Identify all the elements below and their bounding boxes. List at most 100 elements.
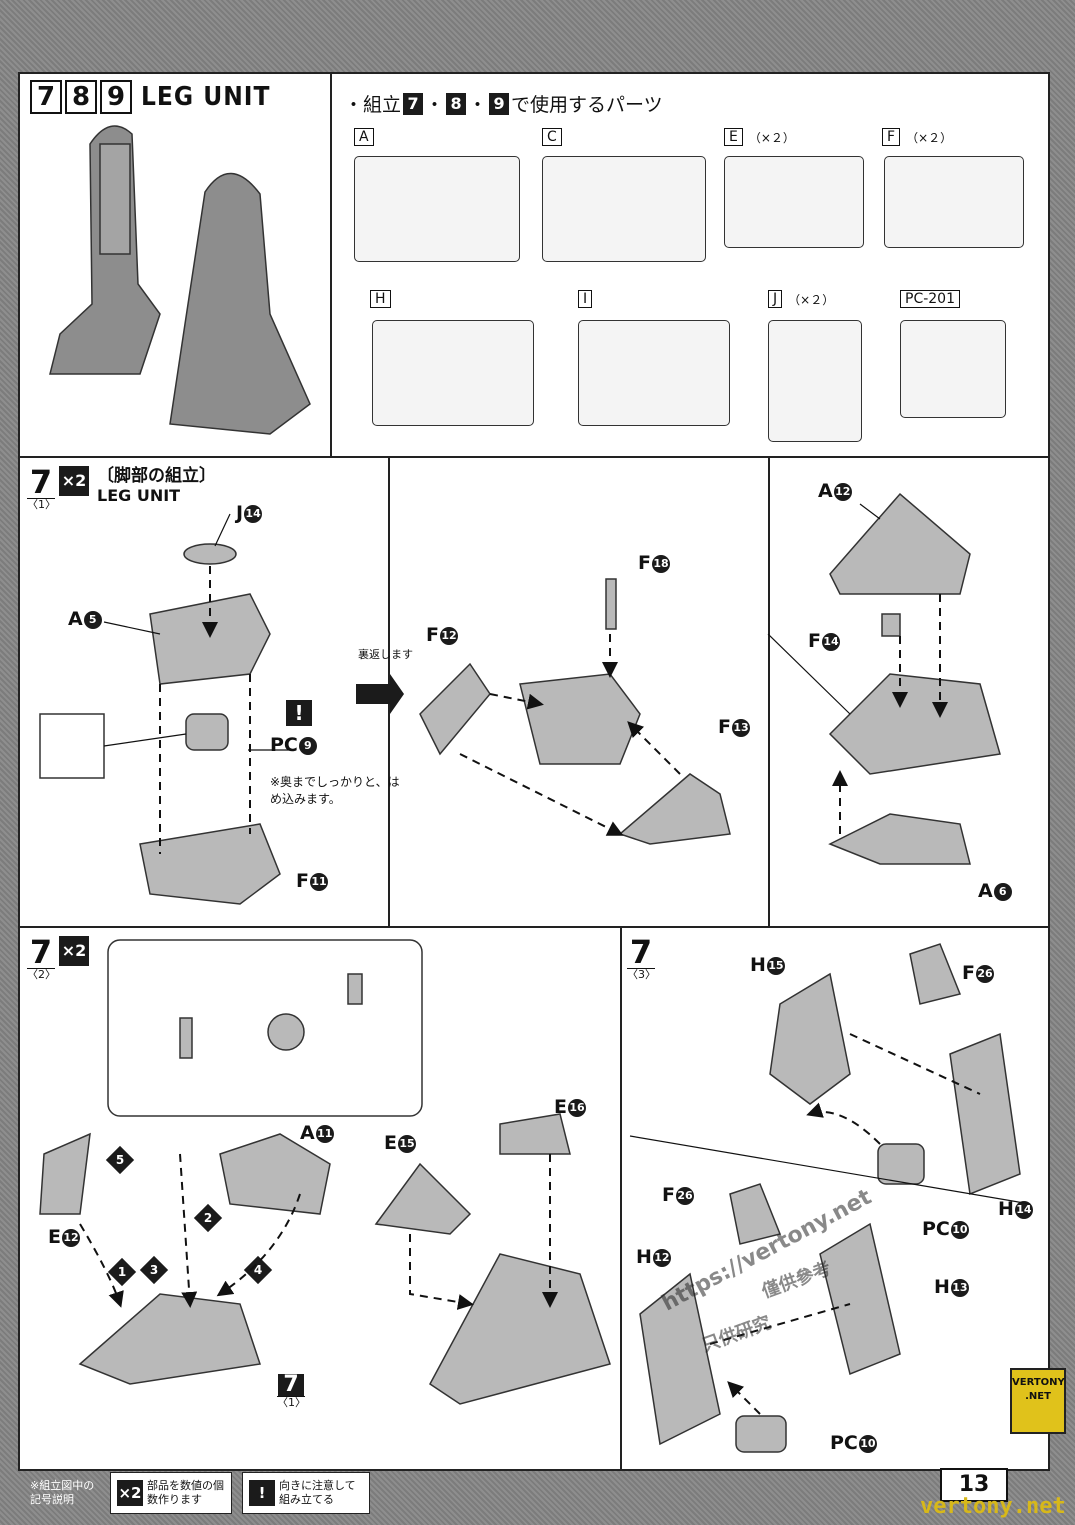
- runner-i-image: [578, 320, 730, 426]
- part-h14: [949, 1032, 1021, 1196]
- part-ball-joint: [267, 1013, 305, 1051]
- multiplier-badge: ×2: [59, 936, 89, 966]
- detail-box: [39, 713, 105, 779]
- runner-label-pc201: PC-201: [900, 290, 966, 308]
- step-number: 7 〈1〉: [27, 463, 56, 511]
- part-f15: [347, 973, 363, 1005]
- heading-prefix: ・組立: [344, 94, 402, 116]
- illustrations: [39, 125, 1031, 1453]
- part-e15: [374, 1162, 472, 1235]
- instruction-sheet: 7 8 9 LEG UNIT ・組立 7・ 8・ 9 で使用するパーツ A C …: [18, 72, 1050, 1471]
- heading-num: 7: [403, 92, 424, 115]
- part-j14: [183, 543, 237, 565]
- runner-label-i: I: [578, 290, 598, 308]
- step-number: 7 〈3〉: [627, 933, 656, 981]
- step-number-9: 9: [100, 80, 132, 114]
- part-e12: [39, 1132, 91, 1215]
- part-f19: [179, 1017, 193, 1059]
- divider: [330, 74, 332, 456]
- site-badge: VERTONY .NET: [1010, 1368, 1066, 1434]
- part-pc10: [877, 1143, 925, 1185]
- detail-box: [107, 939, 423, 1117]
- part-f11: [139, 823, 281, 905]
- part-assembly: [429, 1253, 611, 1405]
- multiplier-badge: ×2: [59, 466, 89, 496]
- hero-legs-illustration: [49, 125, 311, 435]
- part-h13: [819, 1222, 901, 1376]
- runner-j-image: [768, 320, 862, 442]
- callout-lines: [103, 503, 1031, 1205]
- part-f26-b: [729, 1183, 782, 1245]
- part-f14: [881, 613, 901, 637]
- step-number: 7 〈2〉: [27, 933, 56, 981]
- runner-label-a: A: [354, 128, 380, 146]
- part-a5: [149, 593, 271, 685]
- runner-h-image: [372, 320, 534, 426]
- step-7-3-parts: [639, 943, 1021, 1453]
- page-title: 7 8 9 LEG UNIT: [30, 80, 270, 114]
- part-f26: [909, 943, 962, 1005]
- assembly-guides: [79, 566, 981, 1415]
- divider: [768, 458, 770, 928]
- footer-watermark: vertony.net: [920, 1494, 1066, 1519]
- legend-title: ※組立図中の記号説明: [30, 1479, 95, 1506]
- legend-x2: ×2 部品を数値の個数作ります: [110, 1472, 232, 1514]
- step-number-7: 7: [30, 80, 62, 114]
- flip-note: 裏返します: [358, 648, 413, 661]
- reference-step: 7 〈1〉: [277, 1372, 306, 1409]
- step-7-2-parts: [39, 939, 611, 1405]
- heading-suffix: で使用するパーツ: [511, 94, 663, 116]
- part-a12: [829, 492, 971, 595]
- part-f12: [419, 662, 491, 756]
- symbol-legend: ※組立図中の記号説明 ×2 部品を数値の個数作ります ! 向きに注意して組み立て…: [30, 1472, 370, 1514]
- part-body: [519, 673, 641, 765]
- runner-label-f: F（×２）: [882, 128, 952, 146]
- part-a11: [219, 1133, 331, 1215]
- caution-icon: !: [286, 700, 312, 726]
- part-a6: [828, 813, 971, 865]
- runner-label-e: E（×２）: [724, 128, 795, 146]
- step-7-3-header: 7 〈3〉: [626, 936, 656, 981]
- flip-arrow: [356, 674, 404, 714]
- part-f13: [618, 773, 731, 845]
- heading-num: 9: [489, 92, 510, 115]
- x2-symbol: ×2: [117, 1480, 143, 1506]
- runner-pc201-image: [900, 320, 1006, 418]
- runner-e-image: [724, 156, 864, 248]
- step-7-2-header: 7 〈2〉 ×2: [26, 936, 89, 981]
- runner-c-image: [542, 156, 706, 262]
- part-base: [78, 1293, 261, 1385]
- part-pc9: [185, 713, 229, 751]
- part-e16: [499, 1113, 571, 1155]
- runner-label-c: C: [542, 128, 568, 146]
- part-f18: [605, 578, 617, 630]
- runner-label-j: J（×２）: [768, 290, 834, 308]
- part-assembly: [828, 673, 1001, 775]
- runner-f-image: [884, 156, 1024, 248]
- part-pc10-b: [735, 1415, 787, 1453]
- divider: [20, 926, 1048, 928]
- runner-label-h: H: [370, 290, 397, 308]
- fit-note: ※奥までしっかりと、はめ込みます。: [270, 775, 400, 806]
- heading-num: 8: [446, 92, 467, 115]
- title-text: LEG UNIT: [141, 82, 271, 112]
